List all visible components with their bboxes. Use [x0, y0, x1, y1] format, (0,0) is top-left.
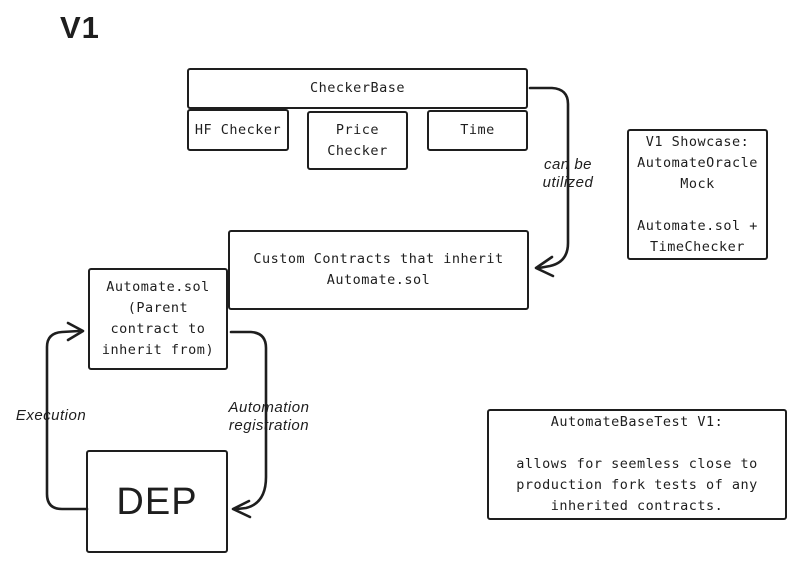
automate-sol-label: Automate.sol (Parent contract to inherit…: [101, 279, 215, 358]
v1-showcase-box: V1 Showcase: AutomateOracle Mock Automat…: [627, 129, 768, 260]
time-checker-box: Time: [427, 110, 528, 151]
automation-registration-label: Automation registration: [228, 399, 310, 434]
v1-showcase-label: V1 Showcase: AutomateOracle Mock Automat…: [637, 133, 758, 255]
price-checker-label: Price Checker: [327, 121, 388, 159]
can-be-utilized-label: can be utilized: [542, 156, 594, 191]
custom-contracts-label: Custom Contracts that inherit Automate.s…: [253, 251, 504, 288]
dep-box: DEP: [86, 450, 228, 553]
hf-checker-box: HF Checker: [187, 109, 289, 151]
automate-base-test-box: AutomateBaseTest V1: allows for seemless…: [487, 409, 787, 520]
checkerbase-box: CheckerBase: [187, 68, 528, 109]
diagram-title: V1: [60, 10, 100, 45]
checkerbase-label: CheckerBase: [310, 80, 405, 96]
automate-base-test-label: AutomateBaseTest V1: allows for seemless…: [516, 414, 758, 514]
automate-sol-box: Automate.sol (Parent contract to inherit…: [88, 268, 228, 370]
time-checker-label: Time: [460, 122, 495, 138]
dep-label: DEP: [116, 480, 198, 523]
execution-label: Execution: [15, 407, 87, 424]
hf-checker-label: HF Checker: [194, 121, 282, 138]
price-checker-box: Price Checker: [307, 111, 408, 170]
custom-contracts-box: Custom Contracts that inherit Automate.s…: [228, 230, 529, 310]
